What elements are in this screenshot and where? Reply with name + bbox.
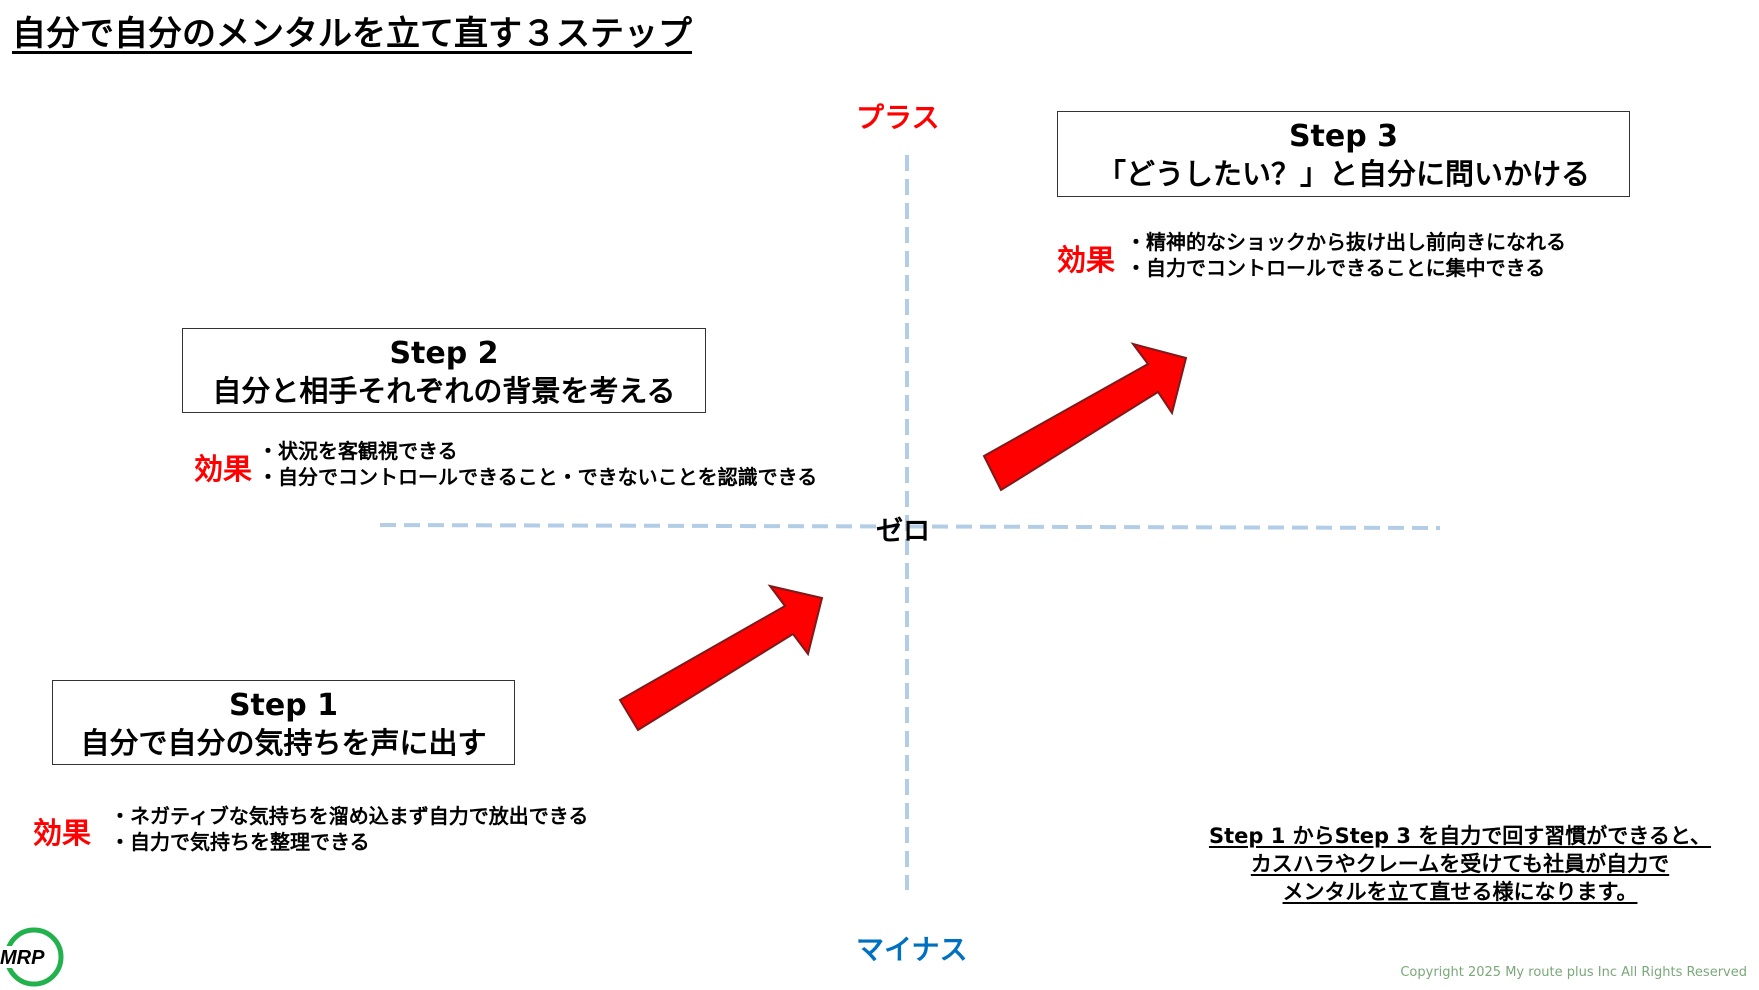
- horizontal-axis: [379, 523, 1441, 530]
- step1-effect-item: ・ネガティブな気持ちを溜め込まず自力で放出できる: [110, 804, 589, 828]
- step1-text: 自分で自分の気持ちを声に出す: [80, 725, 487, 760]
- summary-line: メンタルを立て直せる様になります。: [1282, 880, 1638, 904]
- axis-label-minus: マイナス: [856, 933, 968, 966]
- step3-effect-list: ・精神的なショックから抜け出し前向きになれる ・自力でコントロールできることに集…: [1126, 229, 1566, 281]
- step2-effect-list: ・状況を客観視できる ・自分でコントロールできること・できないことを認識できる: [258, 438, 817, 490]
- step2-effect-item: ・自分でコントロールできること・できないことを認識できる: [258, 465, 818, 489]
- logo-text: MRP: [0, 947, 45, 969]
- step3-effect-item: ・精神的なショックから抜け出し前向きになれる: [1126, 230, 1566, 254]
- page-title: 自分で自分のメンタルを立て直す３ステップ: [12, 14, 692, 54]
- step1-box: Step 1 自分で自分の気持ちを声に出す: [52, 680, 515, 765]
- copyright-text: Copyright 2025 My route plus Inc All Rig…: [1400, 965, 1747, 980]
- step1-heading: Step 1: [228, 688, 339, 723]
- company-logo: MRP: [0, 927, 64, 987]
- step3-effect-label: 効果: [1057, 243, 1116, 277]
- step1-effect-item: ・自力で気持ちを整理できる: [110, 830, 370, 854]
- axis-label-plus: プラス: [856, 101, 940, 134]
- step3-heading: Step 3: [1288, 119, 1399, 154]
- step1-effect-label: 効果: [33, 816, 92, 850]
- summary-line: カスハラやクレームを受けても社員が自力で: [1250, 852, 1670, 876]
- step2-box: Step 2 自分と相手それぞれの背景を考える: [182, 328, 706, 413]
- axis-label-zero: ゼロ: [876, 516, 930, 547]
- step3-text: 「どうしたい？」と自分に問いかける: [1096, 156, 1590, 191]
- step3-box: Step 3 「どうしたい？」と自分に問いかける: [1057, 111, 1630, 197]
- step3-effect-item: ・自力でコントロールできることに集中できる: [1126, 256, 1546, 280]
- arrow-step1-to-zero: [618, 584, 824, 732]
- step2-text: 自分と相手それぞれの背景を考える: [212, 373, 676, 408]
- step1-effect-list: ・ネガティブな気持ちを溜め込まず自力で放出できる ・自力で気持ちを整理できる: [110, 803, 588, 855]
- step2-effect-item: ・状況を客観視できる: [258, 439, 458, 463]
- summary-line: Step 1 からStep 3 を自力で回す習慣ができると、: [1208, 824, 1712, 848]
- step2-effect-label: 効果: [194, 452, 253, 486]
- arrow-zero-to-step3: [982, 342, 1188, 492]
- summary-text: Step 1 からStep 3 を自力で回す習慣ができると、 カスハラやクレーム…: [1200, 822, 1720, 906]
- step2-heading: Step 2: [389, 336, 499, 371]
